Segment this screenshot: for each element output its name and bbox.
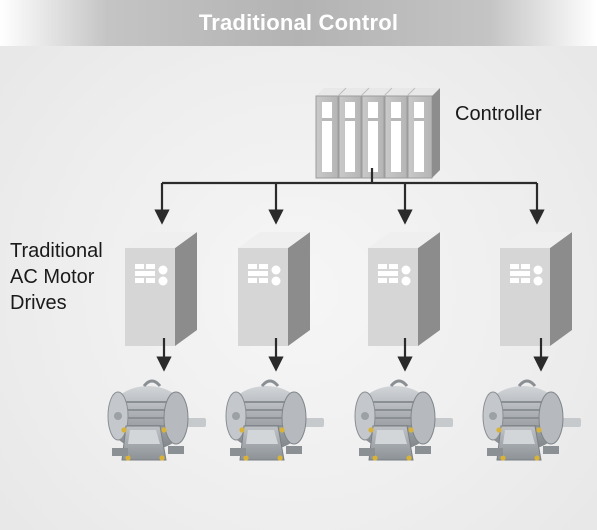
ac-motor-icon: [481, 379, 583, 463]
drive-cabinet-icon: [368, 232, 440, 346]
banner-title: Traditional Control: [198, 10, 399, 35]
controller-label: Controller: [455, 103, 542, 125]
ac-motor-icon: [106, 379, 208, 463]
drive-cabinet-icon: [125, 232, 197, 346]
signal-connectors: [154, 168, 545, 225]
drive-cabinet-icon: [500, 232, 572, 346]
title-banner: Traditional Control: [0, 0, 597, 46]
drive-cabinet-icon: [238, 232, 310, 346]
ac-motor-icon: [353, 379, 455, 463]
drives-label: Traditional AC Motor Drives: [10, 240, 103, 314]
controller-rack-icon: [315, 87, 440, 179]
ac-motor-icon: [224, 379, 326, 463]
